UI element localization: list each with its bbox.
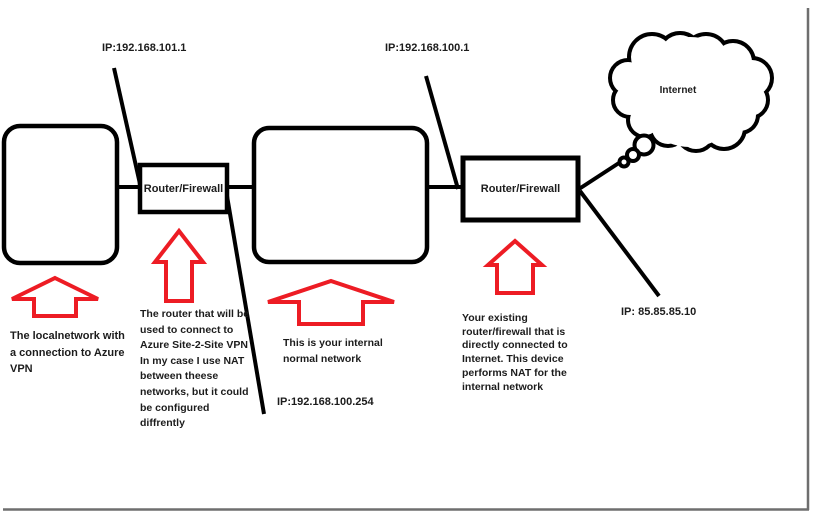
internal-network-box [251, 125, 430, 265]
annotation-local-network: The localnetwork with a connection to Az… [10, 328, 125, 378]
annotation-existing-router: Your existing router/firewall that is di… [462, 312, 568, 394]
text-line: normal network [283, 353, 362, 365]
arrow-local-network [11, 275, 99, 318]
text-line: diffrently [140, 417, 185, 430]
text-line: The localnetwork with [10, 330, 125, 342]
router1-label: Router/Firewall [143, 182, 224, 195]
internet-cloud [608, 31, 774, 169]
ip-label-vpn-router-wan: IP:192.168.101.1 [102, 42, 187, 54]
text-line: In my case I use NAT [140, 354, 245, 367]
text-line: router/firewall that is [462, 325, 566, 338]
internet-cloud-label: Internet [659, 85, 697, 96]
text-line: Your existing [462, 312, 528, 324]
text-line: a connection to Azure [10, 346, 125, 359]
router2-label: Router/Firewall [480, 183, 561, 195]
callout-line-ip-101-1 [112, 67, 142, 185]
arrow-existing-router [482, 238, 548, 295]
annotation-vpn-router: The router that will be used to connect … [140, 307, 249, 432]
text-line: Internet. This device [462, 353, 564, 366]
text-line: This is your internal [283, 337, 383, 349]
ip-label-internal-router-lan: IP:192.168.100.1 [385, 42, 470, 54]
ip-label-vpn-router-lan: IP:192.168.100.254 [277, 396, 374, 408]
arrow-internal-network [267, 278, 395, 326]
text-line: between theese [140, 370, 219, 383]
text-line: directly connected to [462, 339, 568, 352]
text-line: networks, but it could [140, 385, 249, 398]
ip-label-public-wan: IP: 85.85.85.10 [621, 306, 697, 318]
text-line: be configured [140, 401, 210, 414]
text-line: The router that will be [140, 308, 250, 320]
callout-line-ip-100-254 [225, 195, 266, 415]
text-line: VPN [10, 363, 33, 375]
text-line: performs NAT for the [462, 366, 567, 379]
text-line: Azure Site-2-Site VPN [140, 339, 248, 352]
text-line: internal network [462, 380, 544, 393]
router1-box [137, 162, 230, 215]
arrow-vpn-router [150, 227, 208, 303]
router2-box [460, 155, 581, 223]
link-router2-internet [577, 159, 624, 191]
callout-line-ip-85 [578, 189, 661, 298]
local-network-box [1, 123, 120, 266]
cloud-tail-bubbles [617, 133, 656, 169]
annotation-internal-network: This is your internal normal network [283, 335, 383, 367]
callout-line-ip-100-1 [424, 75, 460, 190]
text-line: used to connect to [140, 323, 234, 336]
